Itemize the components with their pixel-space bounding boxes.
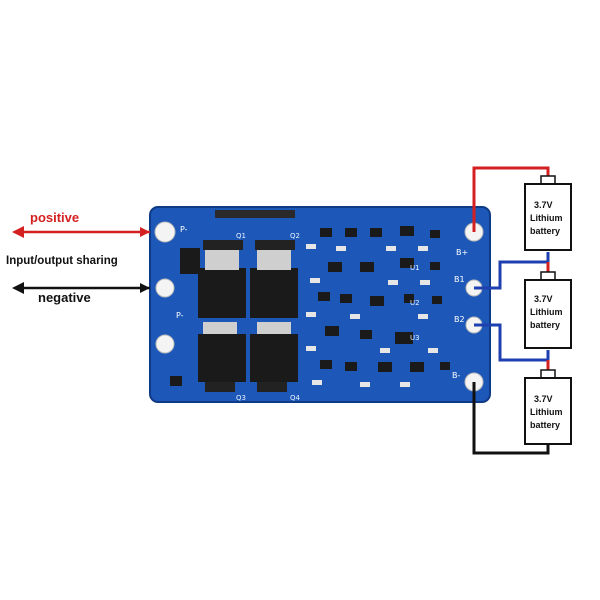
wires — [472, 166, 550, 455]
battery-2-line2: battery — [530, 320, 560, 330]
mosfet-q2 — [250, 240, 298, 318]
pad-label-p-minus-lower: P- — [176, 311, 184, 320]
negative-label: negative — [38, 290, 91, 305]
battery-1: 3.7V Lithium battery — [524, 175, 572, 251]
pad-label-b-minus: B- — [452, 371, 460, 380]
battery-2: 3.7V Lithium battery — [524, 271, 572, 349]
negative-arrow — [12, 282, 150, 294]
chip-left — [180, 248, 200, 274]
ref-q3: Q3 — [236, 394, 246, 402]
smd-resistors — [306, 244, 438, 387]
battery-2-voltage: 3.7V — [534, 294, 553, 304]
pad-label-b2: B2 — [454, 315, 465, 324]
ref-u1: U1 — [410, 264, 420, 272]
battery-3-line1: Lithium — [530, 407, 563, 417]
battery-1-voltage: 3.7V — [534, 200, 553, 210]
ref-q1: Q1 — [236, 232, 246, 240]
positive-label: positive — [30, 210, 79, 225]
ref-q2: Q2 — [290, 232, 300, 240]
header-strip — [215, 210, 295, 218]
positive-arrow — [12, 226, 150, 238]
battery-1-line2: battery — [530, 226, 560, 236]
pad-negative — [155, 278, 175, 298]
mosfet-q3 — [198, 322, 246, 392]
mosfet-q1 — [198, 240, 246, 318]
wire-b-plus — [472, 166, 550, 232]
pcb-board: Q1 Q2 Q3 Q4 U1 U2 U3 P- P- B+ B1 B2 B- — [149, 206, 491, 403]
battery-1-line1: Lithium — [530, 213, 563, 223]
ref-q4: Q4 — [290, 394, 301, 402]
pad-label-b-plus: B+ — [456, 248, 468, 257]
io-sharing-label: Input/output sharing — [6, 255, 118, 267]
battery-3: 3.7V Lithium battery — [524, 369, 572, 445]
wire-b2 — [474, 323, 550, 362]
smd-components — [170, 226, 450, 386]
pad-label-p-minus: P- — [180, 225, 188, 234]
battery-2-line1: Lithium — [530, 307, 563, 317]
mosfet-q4 — [250, 322, 298, 392]
pad-p-minus — [154, 221, 176, 243]
battery-3-voltage: 3.7V — [534, 394, 553, 404]
pad-label-b1: B1 — [454, 275, 465, 284]
pad-mount-left — [155, 334, 175, 354]
battery-3-line2: battery — [530, 420, 560, 430]
ref-u2: U2 — [410, 299, 420, 307]
wire-b-minus — [472, 382, 550, 455]
ref-u3: U3 — [410, 334, 420, 342]
wire-b1-top — [474, 252, 550, 290]
